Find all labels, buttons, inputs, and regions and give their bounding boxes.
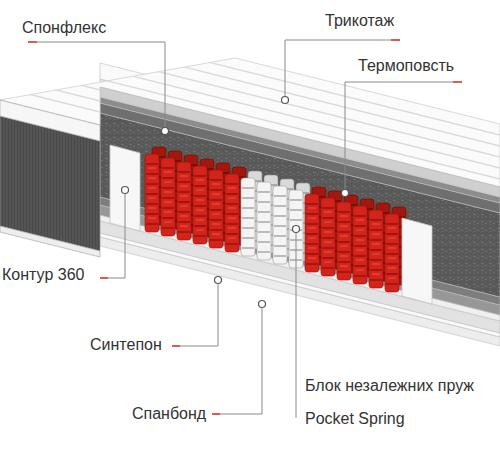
part-label: Синтепон <box>90 336 162 354</box>
spring-back-row <box>152 147 406 285</box>
part-label: Спанбонд <box>132 405 206 423</box>
leader-dots <box>122 97 349 308</box>
part-label: Спонфлекс <box>22 19 106 37</box>
part-label: Блок незалежних пруж <box>305 377 474 395</box>
part-label: Термоповсть <box>358 57 454 75</box>
mattress-side <box>0 100 100 257</box>
part-label: Трикотаж <box>325 12 394 30</box>
accent-marks <box>28 40 462 414</box>
leader-lines <box>28 40 462 418</box>
part-label: Pocket Spring <box>305 410 405 428</box>
contour-foam <box>110 145 432 304</box>
spring-front-row <box>145 154 399 292</box>
part-label: Контур 360 <box>2 266 84 284</box>
